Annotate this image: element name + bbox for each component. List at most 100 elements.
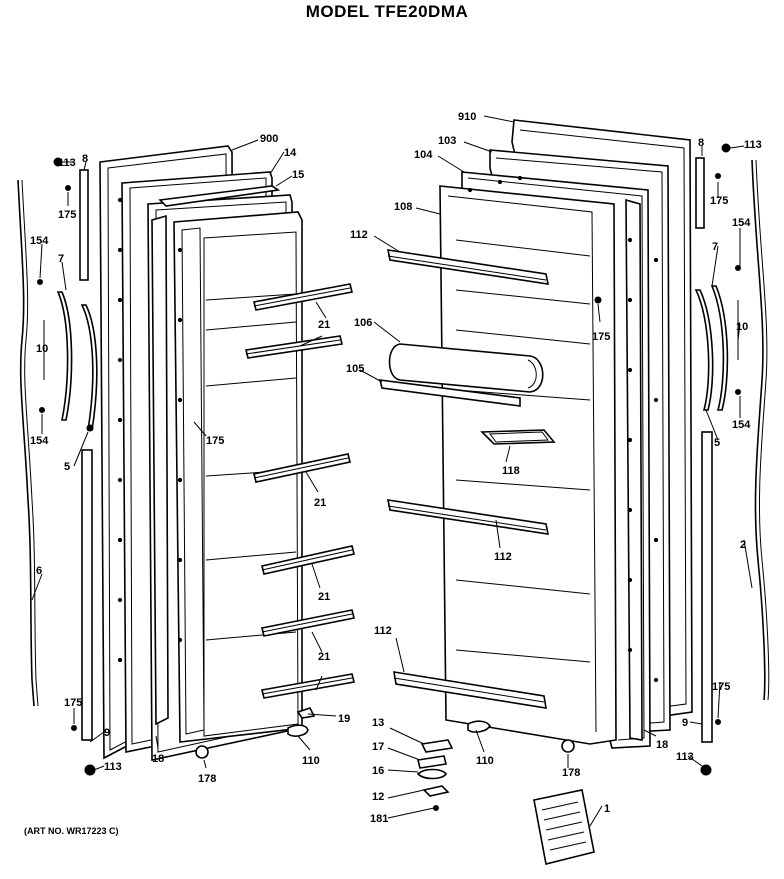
part-label: 175 [58, 209, 76, 221]
part-label: 6 [36, 565, 42, 577]
part-label: 8 [698, 137, 704, 149]
fresh-food-handle-grip [694, 289, 714, 411]
fresh-food-door-shelf [393, 671, 547, 709]
hinge-bracket [420, 739, 454, 753]
part-label: 104 [414, 149, 433, 161]
freezer-handle-inner [56, 291, 73, 421]
freezer-door-shelf [245, 335, 343, 359]
dairy-compartment-door [388, 343, 544, 393]
part-label: 154 [30, 235, 49, 247]
screw-icon [715, 173, 721, 179]
fresh-food-breaker-strip [625, 198, 643, 741]
part-label: 113 [744, 139, 762, 151]
freezer-long-trim-strip [17, 179, 35, 707]
part-label: 8 [82, 153, 88, 165]
door-rivets [117, 197, 183, 663]
fresh-food-door-shelf [386, 499, 550, 535]
part-label: 18 [152, 753, 164, 765]
freezer-breaker-strip [151, 214, 169, 726]
hinge-pin-cover-right [467, 720, 491, 733]
fresh-food-handle-assembly [594, 143, 770, 776]
screw-icon [735, 389, 741, 395]
screw-icon [594, 296, 602, 304]
part-label: 175 [712, 681, 730, 693]
part-label: 112 [374, 625, 392, 637]
part-label: 21 [318, 591, 330, 603]
part-label: 1 [604, 803, 610, 815]
leader-lines [31, 115, 753, 827]
part-label: 110 [476, 755, 494, 767]
part-label: 21 [318, 319, 330, 331]
screw-icon [39, 407, 45, 413]
part-label: 175 [206, 435, 224, 447]
part-label: 175 [592, 331, 610, 343]
part-label: 900 [260, 133, 278, 145]
part-label: 105 [346, 363, 364, 375]
fresh-food-handle-inner [710, 285, 729, 411]
freezer-door-shelf [253, 283, 353, 311]
part-label: 5 [64, 461, 70, 473]
freezer-handle-grip [80, 304, 98, 431]
screw-icon [86, 424, 94, 432]
screw-icon [735, 265, 741, 271]
instruction-booklet [533, 789, 595, 865]
part-label: 2 [740, 539, 746, 551]
part-label: 113 [676, 751, 694, 763]
part-label: 103 [438, 135, 456, 147]
freezer-door-liner [173, 211, 303, 743]
hinge-clip [296, 707, 316, 719]
fresh-food-door-assembly [378, 119, 693, 749]
part-label: 7 [58, 253, 64, 265]
part-label: 178 [198, 773, 216, 785]
part-label: 10 [736, 321, 748, 333]
part-label: 5 [714, 437, 720, 449]
freezer-door-shelf [253, 453, 351, 483]
screw-icon [65, 185, 71, 191]
part-label: 112 [350, 229, 368, 241]
screw-icon [37, 279, 43, 285]
screw-icon [715, 719, 721, 725]
model-title: MODEL TFE20DMA [305, 2, 469, 21]
door-rivets [467, 175, 659, 683]
part-label: 181 [370, 813, 388, 825]
hinge-bushing [416, 768, 447, 780]
door-stop-right [561, 739, 575, 753]
freezer-handle-cap-top [79, 169, 89, 281]
hinge-shim [417, 755, 447, 769]
part-label: 154 [732, 217, 751, 229]
part-label: 9 [104, 727, 110, 739]
part-label: 18 [656, 739, 668, 751]
part-labels: 900 14 15 113 8 175 154 7 10 154 5 6 175… [30, 111, 762, 825]
part-label: 175 [64, 697, 82, 709]
freezer-door-shelf [261, 673, 355, 699]
part-label: 21 [318, 651, 330, 663]
part-label: 12 [372, 791, 384, 803]
part-label: 112 [494, 551, 512, 563]
part-label: 17 [372, 741, 384, 753]
part-label: 16 [372, 765, 384, 777]
fresh-food-door-shelf [386, 249, 550, 285]
part-label: 175 [710, 195, 728, 207]
freezer-top-strip [158, 185, 281, 207]
freezer-door-shelf [261, 609, 355, 637]
hinge-parts [195, 707, 595, 865]
dairy-shelf [378, 379, 521, 407]
part-label: 113 [104, 761, 122, 773]
screw-icon [71, 725, 77, 731]
fresh-food-handle-bar [701, 431, 713, 743]
part-label: 178 [562, 767, 580, 779]
fresh-food-door-liner [439, 185, 617, 745]
part-label: 910 [458, 111, 476, 123]
part-label: 13 [372, 717, 384, 729]
freezer-handle-assembly [17, 157, 98, 776]
fresh-food-long-trim-strip [751, 159, 766, 701]
hinge-pin [422, 785, 450, 797]
part-label: 154 [732, 419, 751, 431]
part-label: 7 [712, 241, 718, 253]
freezer-handle-bar [81, 449, 93, 741]
part-label: 9 [682, 717, 688, 729]
part-label: 21 [314, 497, 326, 509]
part-label: 108 [394, 201, 412, 213]
freezer-door-shelf [261, 545, 355, 575]
